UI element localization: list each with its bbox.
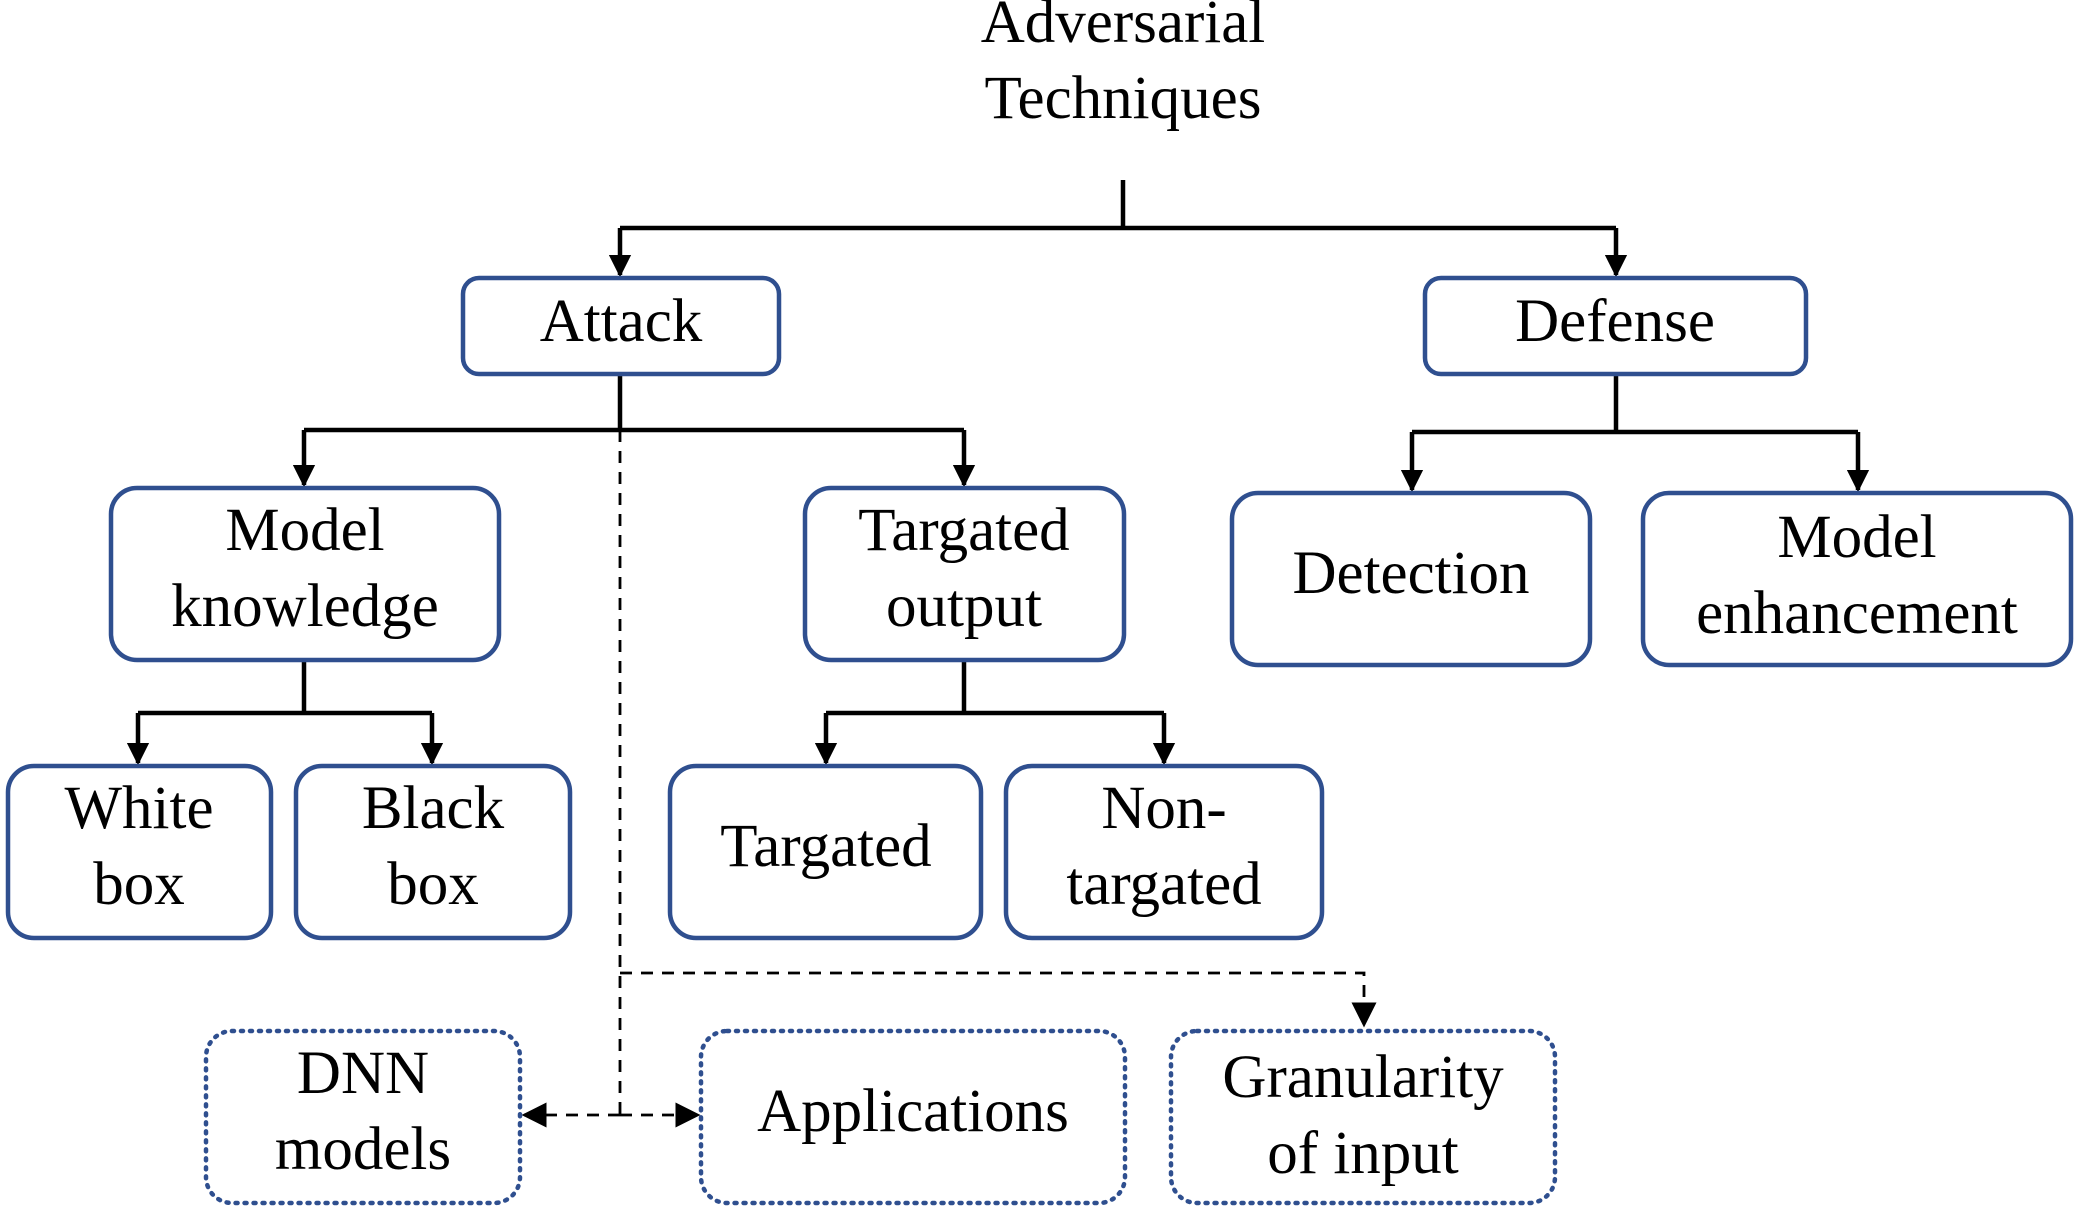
solid-connectors xyxy=(126,180,1870,766)
edge-attack-branch xyxy=(304,374,964,433)
svg-text:Applications: Applications xyxy=(757,1078,1069,1145)
svg-text:Non-targated: Non-targated xyxy=(1066,775,1261,918)
edge-targated-output-branch xyxy=(826,660,1164,716)
node-label-line: output xyxy=(886,573,1042,640)
node-label-line: Techniques xyxy=(985,65,1262,132)
svg-text:Attack: Attack xyxy=(540,288,703,355)
node-model-enhancement: Model enhancement xyxy=(1640,490,2074,668)
node-label-line: Applications xyxy=(757,1078,1069,1145)
node-label-line: Model xyxy=(225,497,384,564)
node-dnn-models: DNN models xyxy=(203,1028,523,1206)
node-label-line: of input xyxy=(1267,1120,1459,1187)
svg-text:Detection: Detection xyxy=(1292,540,1529,607)
node-label-line: DNN xyxy=(297,1040,429,1107)
node-label-line: models xyxy=(275,1116,451,1183)
node-label-line: enhancement xyxy=(1696,580,2018,647)
node-label-line: box xyxy=(387,851,479,918)
edge-root-branch xyxy=(620,180,1616,231)
node-defense: Defense xyxy=(1422,275,1809,377)
node-white-box: White box xyxy=(5,763,274,941)
node-label-line: Defense xyxy=(1515,288,1715,355)
node-label-line: targated xyxy=(1066,851,1261,918)
node-targated: Targated xyxy=(667,763,984,941)
node-label-line: Attack xyxy=(540,288,703,355)
node-label-line: Adversarial xyxy=(981,0,1266,56)
node-detection: Detection xyxy=(1229,490,1593,668)
edge-defense-branch xyxy=(1412,374,1858,435)
node-label-line: Detection xyxy=(1292,540,1529,607)
node-label-line: Targated xyxy=(720,813,931,880)
node-label-line: Black xyxy=(362,775,505,842)
node-label-line: Non- xyxy=(1101,775,1226,842)
node-model-knowledge: Model knowledge xyxy=(108,485,502,663)
svg-text:Defense: Defense xyxy=(1515,288,1715,355)
edge-model-knowledge-branch xyxy=(138,660,432,716)
node-non-targated: Non-targated xyxy=(1003,763,1325,941)
node-black-box: Black box xyxy=(293,763,573,941)
dashed-connectors xyxy=(521,430,1377,1128)
node-label-line: Model xyxy=(1777,504,1936,571)
node-attack: Attack xyxy=(460,275,782,377)
node-label-line: knowledge xyxy=(171,573,439,640)
dashed-to-granularity xyxy=(620,971,1377,1028)
node-label-line: Granularity xyxy=(1222,1044,1504,1111)
node-label-line: Targated xyxy=(858,497,1069,564)
svg-text:Targated: Targated xyxy=(720,813,931,880)
node-targated-output: Targated output xyxy=(802,485,1127,663)
node-label-line: White xyxy=(64,775,213,842)
node-label-line: box xyxy=(93,851,185,918)
node-applications: Applications xyxy=(698,1028,1128,1206)
node-granularity-of-input: Granularity of input xyxy=(1168,1028,1558,1206)
